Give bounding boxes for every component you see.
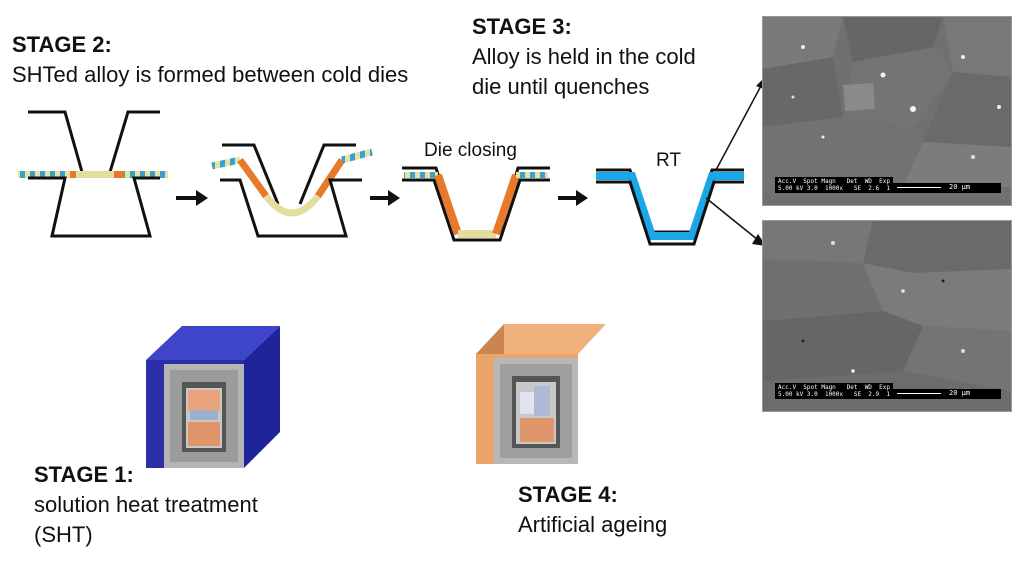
scale-bar: 20 μm <box>891 183 1001 193</box>
stage1-caption: STAGE 1: solution heat treatment (SHT) <box>34 460 258 550</box>
pointer-arrow-icon <box>705 197 766 246</box>
sem-info-bottom: Acc.V Spot Magn Det WD Exp 5.00 kV 3.0 1… <box>775 383 893 399</box>
stage1-title: STAGE 1: <box>34 462 134 487</box>
stage2-text: SHTed alloy is formed between cold dies <box>12 62 409 87</box>
scale-bar: 20 μm <box>891 389 1001 399</box>
stage2-title: STAGE 2: <box>12 32 112 57</box>
upper-die <box>222 143 280 205</box>
sem-info-top: Acc.V Spot Magn Det WD Exp 5.00 kV 3.0 1… <box>775 177 893 193</box>
stage4-text: Artificial ageing <box>518 512 668 537</box>
lower-die <box>28 176 160 238</box>
stage4-caption: STAGE 4: Artificial ageing <box>518 480 667 540</box>
ageing-furnace-icon <box>476 324 606 464</box>
upper-die <box>298 143 356 205</box>
stage4-title: STAGE 4: <box>518 482 618 507</box>
scale-label: 20 μm <box>949 183 971 191</box>
arrow-icon <box>176 190 208 206</box>
stage1-line1: solution heat treatment <box>34 492 258 517</box>
upper-die <box>28 110 84 173</box>
sheet-center <box>76 171 114 178</box>
pointer-arrow-icon <box>715 76 766 171</box>
arrow-icon <box>558 190 588 206</box>
scale-label: 20 μm <box>949 389 971 397</box>
lower-die <box>220 178 362 238</box>
lower-die <box>596 180 744 246</box>
upper-die <box>108 110 160 173</box>
stage3-line2: die until quenches <box>472 74 650 99</box>
sheet-edge <box>18 171 70 178</box>
arrow-icon <box>370 190 400 206</box>
die-closing-label: Die closing <box>424 140 517 161</box>
stage3-caption: STAGE 3: Alloy is held in the cold die u… <box>472 12 696 102</box>
stage2-caption: STAGE 2: SHTed alloy is formed between c… <box>12 30 408 90</box>
die-step-2 <box>211 143 373 238</box>
sht-furnace-icon <box>146 326 280 468</box>
lower-die <box>402 178 550 242</box>
die-step-4 <box>596 168 744 246</box>
die-step-1 <box>18 110 168 238</box>
sheet-quenched <box>596 172 744 240</box>
die-step-3 <box>402 166 550 242</box>
sem-micrograph-bottom: Acc.V Spot Magn Det WD Exp 5.00 kV 3.0 1… <box>762 220 1012 412</box>
sem-micrograph-top: Acc.V Spot Magn Det WD Exp 5.00 kV 3.0 1… <box>762 16 1012 206</box>
stage3-title: STAGE 3: <box>472 14 572 39</box>
sheet-edge <box>116 171 168 178</box>
stage1-line2: (SHT) <box>34 522 93 547</box>
rt-label: RT <box>656 150 681 171</box>
stage3-line1: Alloy is held in the cold <box>472 44 696 69</box>
